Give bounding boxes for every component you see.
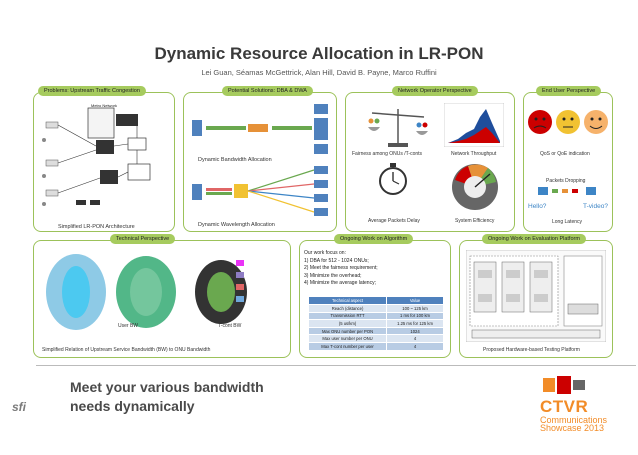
table-cell: 1024 (386, 326, 444, 336)
slogan-line-2: needs dynamically (70, 398, 195, 414)
page-title: Dynamic Resource Allocation in LR-PON (154, 44, 484, 63)
sfi-logo: sfi (12, 400, 27, 414)
throughput-chart (444, 103, 504, 147)
technical-header: Technical Perspective (110, 234, 176, 244)
focus-item: 3) Minimize the overhead; (304, 272, 362, 279)
throughput-caption: Network Throughput (451, 151, 497, 157)
qos-faces-icon (528, 110, 608, 134)
bottom-divider (36, 365, 636, 366)
table-cell: Max user number per ONU (307, 334, 388, 343)
table-cell: (5 us/km) (307, 319, 388, 328)
testing-platform-diagram (466, 250, 606, 342)
ctvr-sub-line-1: Communications (540, 415, 608, 425)
stopwatch-icon (379, 163, 407, 195)
table-cell: 1.25 ms for 125 km (386, 319, 444, 328)
slogan: Meet your various bandwidth needs dynami… (70, 378, 264, 416)
table-header-value: Value (386, 296, 444, 305)
hello-label: Hello? (528, 203, 547, 210)
fairness-caption: Fairness among ONUs /T-conts (352, 151, 423, 157)
table-cell: Transmission RTT (307, 311, 388, 321)
table-cell: 4 (386, 334, 444, 343)
table-header-aspect: Technical aspect (307, 296, 388, 305)
tvideo-label: T-video? (583, 203, 608, 210)
slogan-line-1: Meet your various bandwidth (70, 379, 264, 395)
lr-pon-architecture-diagram: Metro Network (42, 103, 151, 206)
technical-caption: Simplified Relation of Upstream Service … (42, 347, 211, 353)
problems-header: Problems: Upstream Traffic Congestion (38, 86, 146, 96)
balance-scale-icon (368, 109, 428, 147)
packets-dropping-caption: Packets Dropping (546, 178, 586, 184)
university-logo-icon (543, 376, 585, 394)
focus-title: Our work focus on: (304, 250, 346, 256)
table-cell: Max ONU number per PON (307, 326, 388, 336)
table-cell: Reach (distance) (307, 304, 388, 313)
ctvr-subtitle: Communications Showcase 2013 (540, 415, 608, 433)
authors: Lei Guan, Séamas McGettrick, Alan Hill, … (201, 68, 437, 77)
packets-dropping-icon (538, 187, 596, 195)
tcont-bw-legend: T-cont BW (218, 323, 242, 329)
focus-list: Our work focus on: 1) DBA for 512 - 1024… (304, 250, 378, 288)
dwa-caption: Dynamic Wavelength Allocation (198, 222, 275, 228)
bandwidth-cylinders-diagram (46, 254, 247, 330)
table-cell: 1 ms for 100 km (386, 311, 444, 321)
algorithm-header: Ongoing Work on Algorithm (334, 234, 414, 244)
qos-caption: QoS or QoE indication (540, 151, 590, 157)
ctvr-sub-line-2: Showcase 2013 (540, 423, 605, 433)
table-cell: Max T-cont number per user (307, 341, 388, 351)
table-cell: 100 ~ 125 km (386, 304, 444, 313)
table-row: Reach (distance)100 ~ 125 km (307, 304, 444, 313)
table-header-row: Technical aspect Value (307, 296, 444, 305)
dba-diagram (192, 104, 328, 154)
dba-caption: Dynamic Bandwidth Allocation (198, 157, 272, 163)
technical-aspects-table: Technical aspect Value Reach (distance)1… (307, 296, 444, 351)
delay-caption: Average Packets Delay (368, 218, 420, 224)
focus-item: 1) DBA for 512 - 1024 ONUs; (304, 257, 369, 264)
metro-network-label: Metro Network (91, 103, 117, 108)
table-cell: 4 (386, 341, 444, 351)
efficiency-caption: System Efficiency (455, 218, 495, 224)
user-bw-legend: User BW (118, 323, 138, 329)
dwa-diagram (192, 166, 328, 216)
evaluation-header: Ongoing Work on Evaluation Platform (482, 234, 586, 244)
evaluation-caption: Proposed Hardware-based Testing Platform (483, 347, 580, 353)
solutions-panel (183, 92, 337, 232)
long-latency-caption: Long Latency (552, 219, 583, 225)
focus-item: 2) Meet the fairness requirement; (304, 265, 378, 271)
ctvr-logo: CTVR (540, 397, 589, 416)
focus-item: 4) Minimize the average latency; (304, 280, 376, 286)
operator-header: Network Operator Perspective (392, 86, 478, 96)
problems-caption: Simplified LR-PON Architecture (58, 224, 135, 230)
efficiency-gauge-icon (452, 164, 498, 210)
enduser-header: End User Perspective (536, 86, 602, 96)
table-row: (5 us/km)1.25 ms for 125 km (307, 319, 444, 328)
solutions-header: Potential Solutions: DBA & DWA (222, 86, 313, 96)
